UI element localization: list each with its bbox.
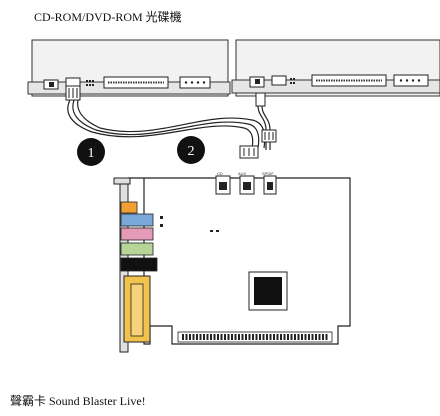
svg-text:SPDIF: SPDIF bbox=[262, 171, 274, 176]
callout-badge-2: 2 bbox=[177, 136, 205, 164]
audio-cable-2 bbox=[255, 92, 277, 150]
sound-card: CD AUX SPDIF bbox=[113, 171, 351, 353]
cdrom-drive-left bbox=[27, 39, 231, 97]
callout-badge-1: 1 bbox=[77, 138, 105, 166]
game-port bbox=[123, 275, 151, 343]
figure-caption: 聲霸卡 Sound Blaster Live! bbox=[10, 394, 146, 408]
jack-pink bbox=[120, 227, 154, 241]
callout-label-1: 1 bbox=[88, 146, 95, 161]
audio-processor-chip bbox=[248, 271, 288, 311]
callout-label-2: 2 bbox=[188, 144, 195, 159]
dvdrom-drive-right bbox=[231, 39, 440, 97]
jack-orange bbox=[120, 201, 138, 214]
audio-cable-1 bbox=[65, 85, 266, 149]
card-connector-aux: AUX bbox=[238, 171, 255, 195]
card-connector-cd-spdif: SPDIF bbox=[262, 171, 277, 195]
pci-edge-connector bbox=[177, 331, 333, 343]
diagram-title: CD-ROM/DVD-ROM 光碟機 bbox=[34, 10, 182, 24]
svg-text:AUX: AUX bbox=[238, 171, 247, 176]
jack-blue bbox=[120, 213, 154, 227]
jack-black bbox=[120, 257, 158, 272]
svg-text:CD: CD bbox=[217, 171, 223, 176]
card-connector-cd-in: CD bbox=[215, 171, 231, 195]
jack-green bbox=[120, 242, 154, 256]
card-cable-plug bbox=[239, 145, 259, 159]
